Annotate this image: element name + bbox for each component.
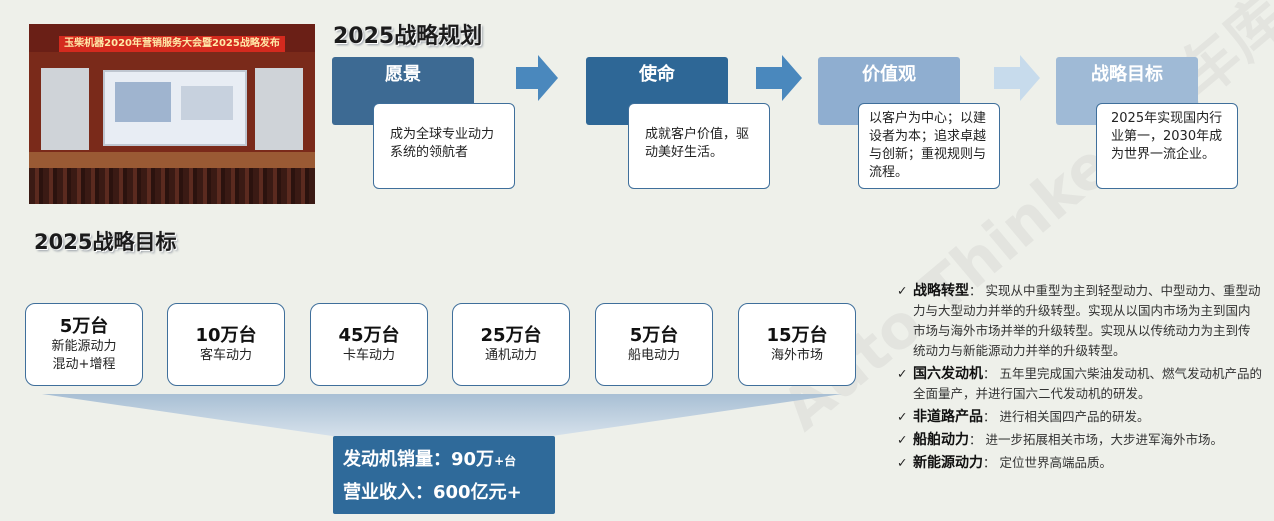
photo-stage: [29, 152, 315, 168]
check-icon: ✓: [897, 409, 908, 424]
bullet-off-road: ✓ 非道路产品： 进行相关国四产品的研发。: [897, 409, 1150, 425]
tile-sublabel: 混动+增程: [52, 356, 116, 372]
result-sales-unit: +台: [494, 454, 517, 468]
photo-side-screen-right: [255, 68, 303, 150]
tile-number: 45万台: [338, 324, 400, 346]
tile-label: 通机动力: [484, 347, 537, 363]
bullet-text: 进一步拓展相关市场，大步进军海外市场。: [985, 432, 1223, 447]
tile-number: 5万台: [59, 315, 109, 337]
target-tile-new-energy: 5万台 新能源动力 混动+增程: [25, 303, 143, 386]
photo-audience: [29, 168, 315, 204]
strategy-bullet-list: ✓ 战略转型： 实现从中重型为主到轻型动力、中型动力、重型动力与大型动力并举的升…: [897, 281, 1262, 476]
arrow-3-body: [994, 67, 1020, 89]
photo-slide-block-b: [181, 86, 233, 120]
tile-number: 25万台: [480, 324, 542, 346]
arrow-2-icon: [782, 55, 802, 101]
bullet-title: 非道路产品: [913, 409, 983, 425]
arrow-1-icon: [538, 55, 558, 101]
bullet-new-energy: ✓ 新能源动力： 定位世界高端品质。: [897, 455, 1112, 471]
photo-main-screen: [103, 70, 247, 146]
check-icon: ✓: [897, 432, 908, 447]
card-values: 以客户为中心；以建设者为本；追求卓越与创新；重视规则与流程。: [858, 103, 1000, 189]
bullet-strategic-transformation: ✓ 战略转型： 实现从中重型为主到轻型动力、中型动力、重型动力与大型动力并举的升…: [897, 283, 1261, 358]
arrow-2-body: [756, 67, 782, 89]
tile-label: 海外市场: [770, 347, 823, 363]
bullet-text: 实现从中重型为主到轻型动力、中型动力、重型动力与大型动力并举的升级转型。实现从以…: [913, 283, 1261, 358]
check-icon: ✓: [897, 366, 908, 381]
bullet-text: 进行相关国四产品的研发。: [999, 409, 1150, 424]
tile-number: 5万台: [629, 324, 679, 346]
bullet-title: 新能源动力: [913, 455, 983, 471]
bullet-china6-engine: ✓ 国六发动机： 五年里完成国六柴油发动机、燃气发动机产品的全面量产，并进行国六…: [897, 366, 1262, 401]
card-vision: 成为全球专业动力系统的领航者: [373, 103, 515, 189]
target-tile-marine-power: 5万台 船电动力: [595, 303, 713, 386]
result-sales-row: 发动机销量：90万+台: [343, 444, 545, 477]
bullet-title: 国六发动机: [913, 366, 983, 382]
result-revenue-row: 营业收入：600亿元+: [343, 477, 545, 508]
result-sales-value: 90万: [451, 449, 495, 470]
target-tile-truck: 45万台 卡车动力: [310, 303, 428, 386]
card-mission: 成就客户价值，驱动美好生活。: [628, 103, 770, 189]
result-revenue-label: 营业收入：: [343, 482, 433, 503]
planning-title: 2025战略规划: [333, 24, 483, 49]
tile-number: 10万台: [195, 324, 257, 346]
target-tile-bus: 10万台 客车动力: [167, 303, 285, 386]
conference-photo: 玉柴机器2020年营销服务大会暨2025战略发布: [29, 24, 315, 204]
check-icon: ✓: [897, 455, 908, 470]
photo-slide-block-a: [115, 82, 171, 122]
tile-label: 卡车动力: [342, 347, 395, 363]
tile-label: 船电动力: [627, 347, 680, 363]
result-box: 发动机销量：90万+台 营业收入：600亿元+: [333, 436, 555, 514]
bullet-title: 船舶动力: [913, 432, 969, 448]
tile-label: 新能源动力: [51, 338, 117, 354]
result-sales-label: 发动机销量：: [343, 449, 451, 470]
bullet-text: 定位世界高端品质。: [999, 455, 1112, 470]
bullet-text: 五年里完成国六柴油发动机、燃气发动机产品的全面量产，并进行国六二代发动机的研发。: [913, 366, 1262, 401]
card-strategic-goal: 2025年实现国内行业第一，2030年成为世界一流企业。: [1096, 103, 1238, 189]
check-icon: ✓: [897, 283, 908, 298]
arrow-1-body: [516, 67, 538, 89]
bullet-title: 战略转型: [913, 283, 969, 299]
targets-title: 2025战略目标: [34, 230, 177, 254]
tile-number: 15万台: [766, 324, 828, 346]
photo-side-screen-left: [41, 68, 89, 150]
bullet-marine: ✓ 船舶动力： 进一步拓展相关市场，大步进军海外市场。: [897, 432, 1223, 448]
result-revenue-value: 600亿元+: [433, 482, 522, 503]
funnel-shape: [42, 394, 842, 438]
tile-label: 客车动力: [199, 347, 252, 363]
target-tile-general-machinery: 25万台 通机动力: [452, 303, 570, 386]
target-tile-overseas: 15万台 海外市场: [738, 303, 856, 386]
arrow-3-icon: [1020, 55, 1040, 101]
photo-banner: 玉柴机器2020年营销服务大会暨2025战略发布: [59, 36, 285, 52]
